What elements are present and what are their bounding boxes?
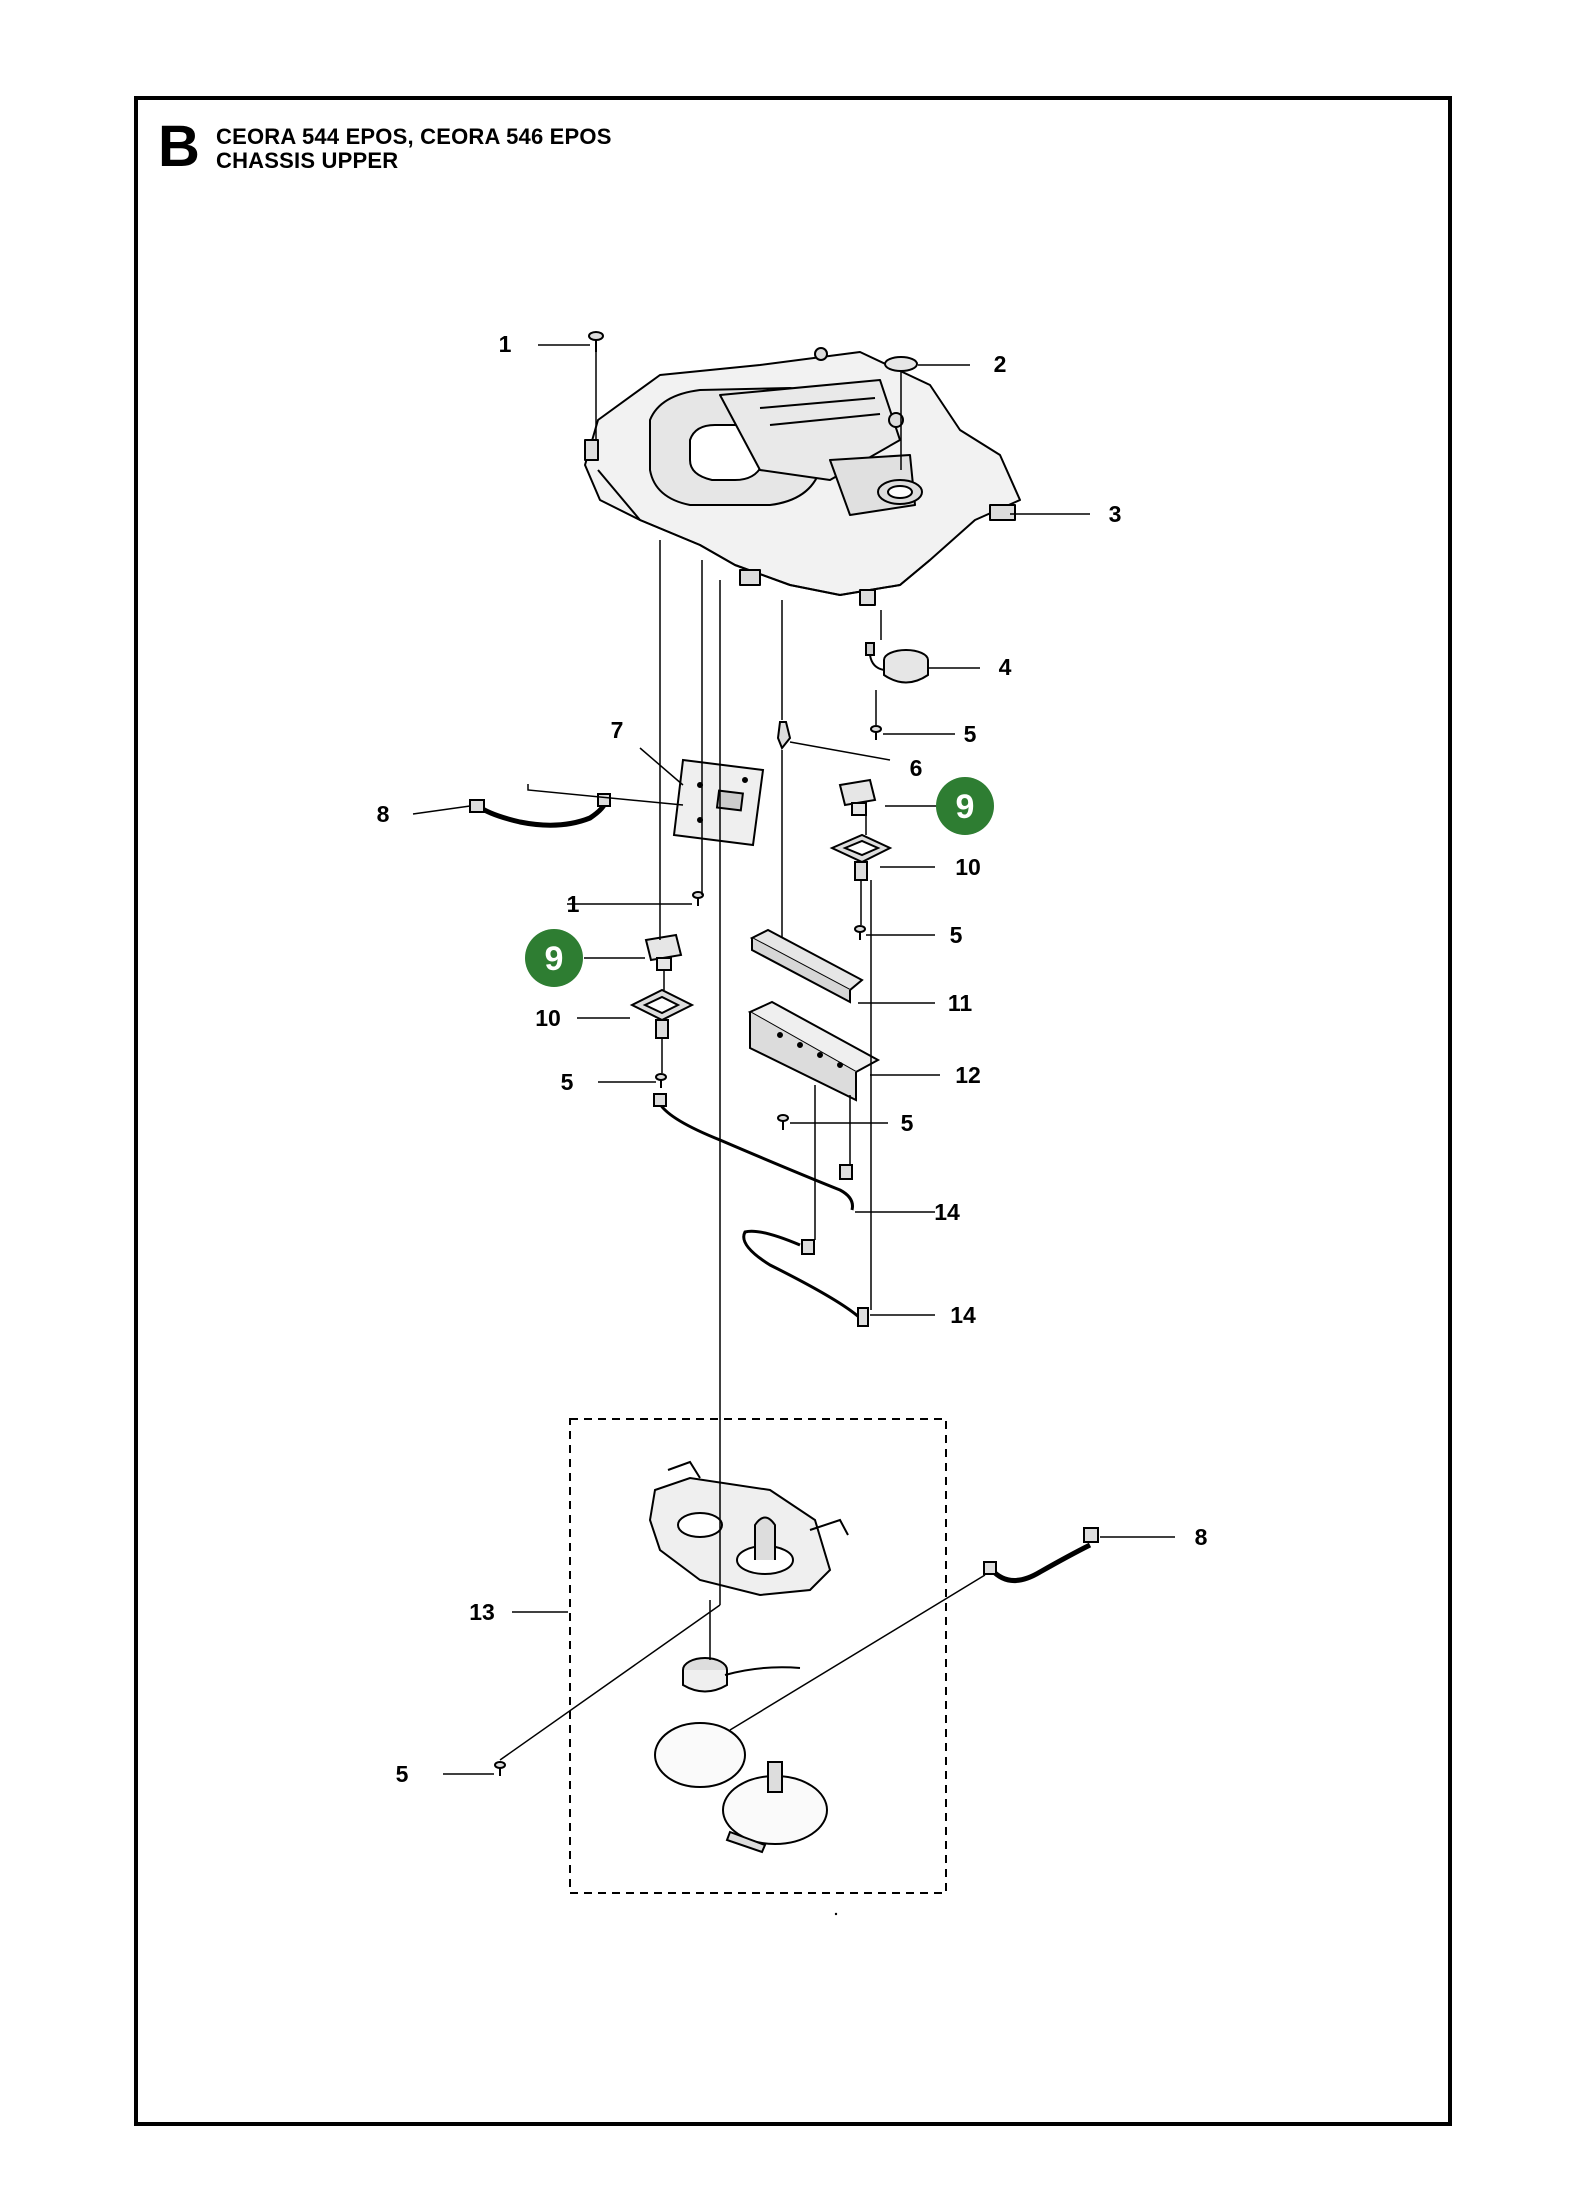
diagram-subtitle: CHASSIS UPPER: [216, 148, 399, 173]
diagram-title: CEORA 544 EPOS, CEORA 546 EPOS: [216, 124, 612, 149]
highlight-callout-9-right: 9: [936, 777, 994, 835]
plug-part-2: [884, 356, 918, 372]
callout-10-right: 10: [955, 854, 981, 880]
screw-part-1-top: [588, 331, 604, 352]
callout-6: 6: [910, 755, 923, 781]
bracket-part-10-right: [829, 833, 893, 881]
callout-14-a: 14: [934, 1199, 960, 1225]
callout-5-e: 5: [396, 1761, 409, 1787]
callout-8-right: 8: [1195, 1524, 1208, 1550]
callout-9-right: 9: [956, 788, 975, 826]
cable-part-8-right: [983, 1527, 1099, 1583]
callout-5-c: 5: [561, 1069, 574, 1095]
callout-2: 2: [994, 351, 1007, 377]
callout-12: 12: [955, 1062, 981, 1088]
rail-part-11: [749, 928, 864, 1004]
callout-5-d: 5: [901, 1110, 914, 1136]
cable-part-8-left: [469, 793, 611, 828]
section-letter: B: [158, 114, 200, 179]
callout-1-top: 1: [499, 331, 512, 357]
callout-7: 7: [611, 717, 624, 743]
speaker-part-4: [865, 642, 929, 684]
callout-5-a: 5: [964, 721, 977, 747]
callout-13: 13: [469, 1599, 495, 1625]
bracket-part-10-left: [629, 988, 695, 1039]
chassis-upper-part: [584, 347, 1021, 606]
screw-part-1-mid: [692, 891, 704, 906]
sensor-part-9-right: [838, 778, 877, 816]
screw-part-5-group: [494, 725, 882, 1776]
callout-9-left: 9: [545, 940, 564, 978]
callout-1-mid: 1: [567, 891, 580, 917]
callout-5-b: 5: [950, 922, 963, 948]
plate-part-7: [672, 758, 765, 847]
sensor-part-9-left: [644, 933, 683, 971]
callout-labels: 1 2 3 4 5 6 7 8 10 1 5 11 10 12 5 5 14 1…: [377, 331, 1208, 1787]
callout-10-left: 10: [535, 1005, 561, 1031]
leader-lines: [412, 344, 1175, 1775]
assembly-13-box: [569, 1418, 947, 1894]
lift-plate-assembly: [648, 1460, 849, 1854]
cable-part-14-b: [742, 1229, 869, 1327]
callout-4: 4: [999, 654, 1012, 680]
page-frame: [134, 96, 1452, 2126]
clip-part-6: [776, 721, 792, 750]
stray-mark: [834, 1912, 838, 1916]
callout-3: 3: [1109, 501, 1122, 527]
assembly-guide-lines: [499, 352, 986, 1761]
callout-8-left: 8: [377, 801, 390, 827]
callout-14-b: 14: [950, 1302, 976, 1328]
highlight-callout-9-left: 9: [525, 929, 583, 987]
pcb-bracket-part-12: [747, 1000, 881, 1102]
cable-part-14-a: [653, 1093, 854, 1211]
callout-11: 11: [948, 990, 973, 1016]
